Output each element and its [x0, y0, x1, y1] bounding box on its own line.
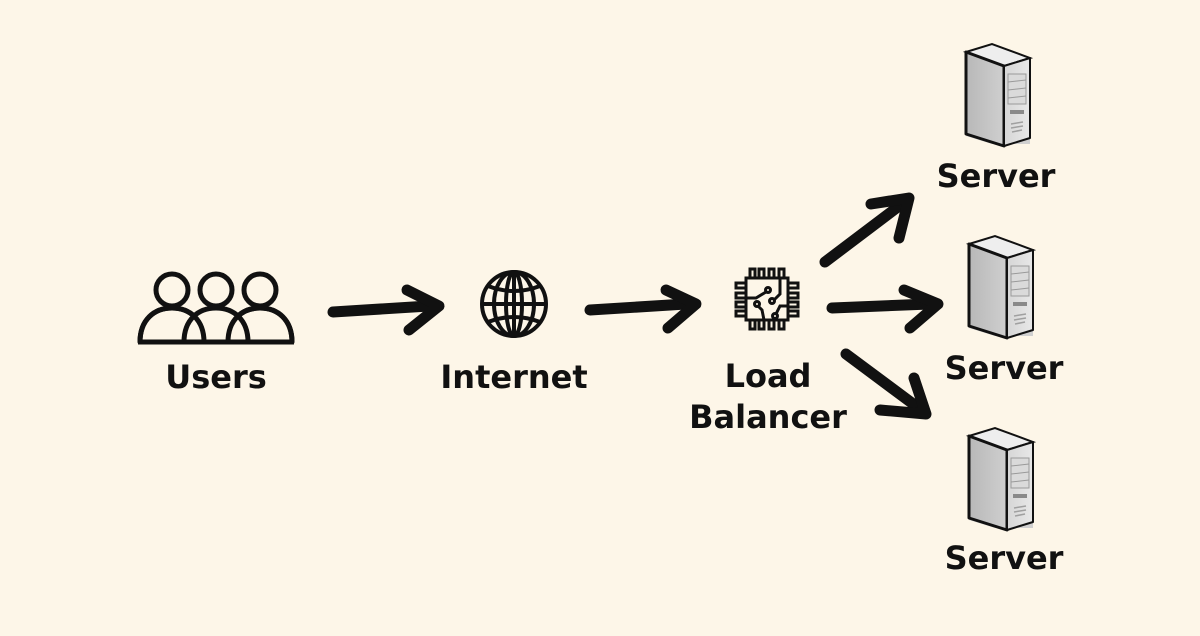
- arrow-load-balancer-to-server-2: [826, 284, 944, 334]
- server-icon: [952, 40, 1042, 150]
- server-label-3: Server: [944, 539, 1064, 577]
- load-balancer-node: [730, 266, 804, 334]
- server-label-2: Server: [944, 349, 1064, 387]
- internet-label: Internet: [440, 358, 588, 396]
- users-label: Users: [165, 358, 267, 396]
- arrow-internet-to-load-balancer: [584, 284, 702, 334]
- server-node-2: [955, 232, 1045, 342]
- server-node-3: [955, 424, 1045, 534]
- internet-node: [478, 268, 550, 340]
- arrow-load-balancer-to-server-3: [840, 348, 932, 420]
- load-balancer-label-line2: Balancer: [689, 398, 847, 436]
- arrow-load-balancer-to-server-1: [819, 192, 915, 268]
- server-icon: [955, 232, 1045, 342]
- chip-icon: [730, 266, 804, 334]
- server-icon: [955, 424, 1045, 534]
- arrow-users-to-internet: [327, 284, 445, 336]
- load-balancer-label-line1: Load: [724, 357, 812, 395]
- users-node: [132, 268, 300, 348]
- server-node-1: [952, 40, 1042, 150]
- server-label-1: Server: [936, 157, 1056, 195]
- globe-icon: [478, 268, 550, 340]
- users-icon: [132, 268, 300, 348]
